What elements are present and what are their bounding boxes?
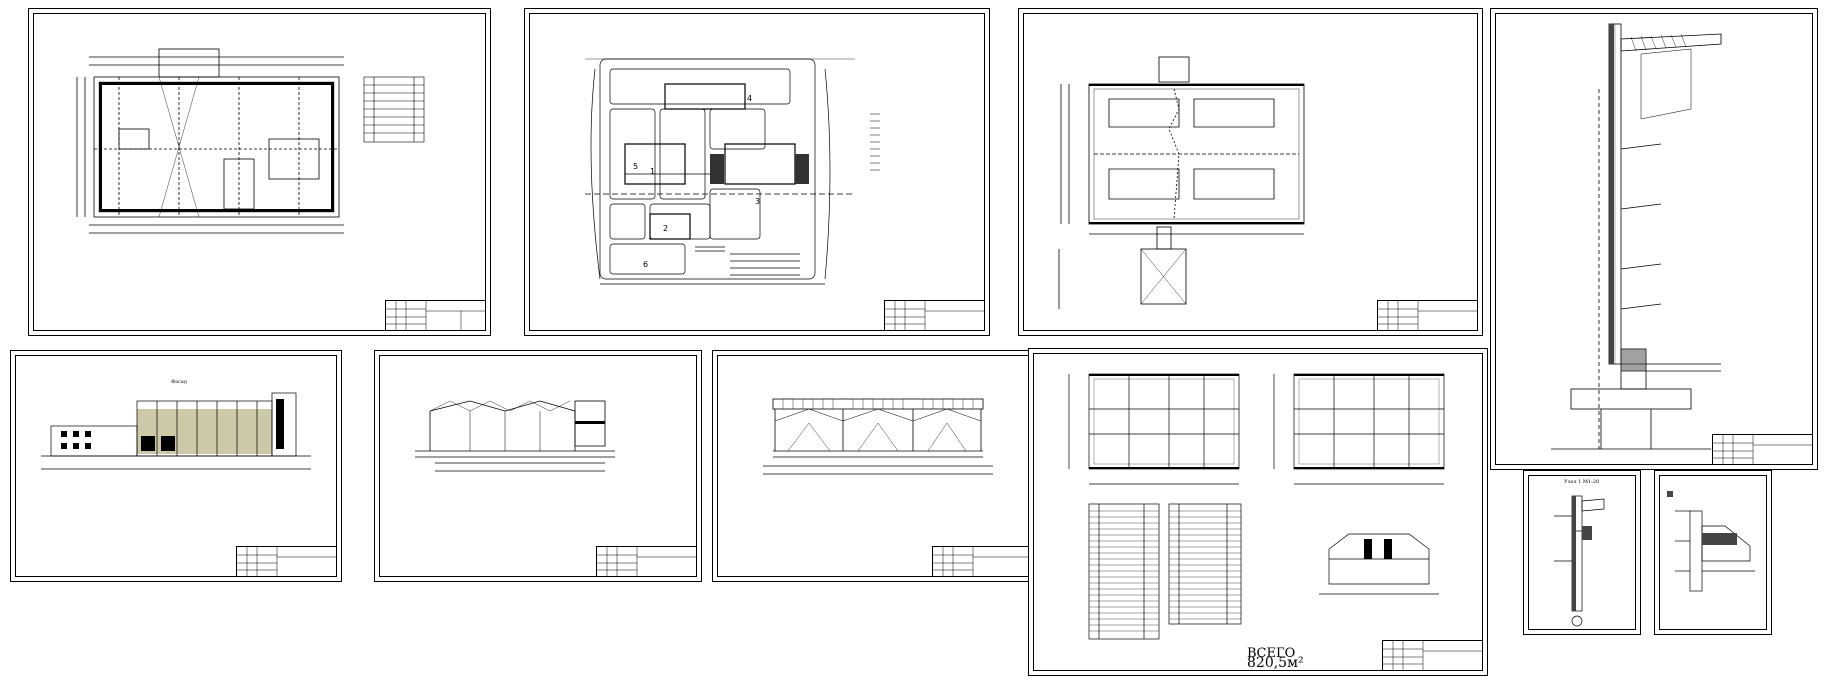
node-detail-drawing [1554, 495, 1605, 627]
site-plan-drawing: 1 2 3 4 5 6 [585, 58, 880, 285]
wall-section-drawing [1551, 23, 1722, 450]
sheet-frame [1659, 475, 1767, 630]
sheet-frame [379, 355, 697, 577]
title-block [236, 546, 337, 577]
wall-section-sheet[interactable] [1490, 8, 1818, 470]
floor-plan-drawing [76, 48, 425, 234]
section-1-drawing [415, 400, 615, 472]
roof-plan-sheet[interactable] [1018, 8, 1483, 336]
title-block [932, 546, 1033, 577]
title-block [596, 546, 697, 577]
site-number-4: 4 [747, 94, 752, 103]
title-block [385, 300, 486, 331]
sheet-frame [529, 13, 985, 331]
title-block [884, 300, 985, 331]
roof-plan-drawing [1058, 56, 1305, 309]
sheet-frame [1033, 353, 1483, 671]
site-number-3: 3 [755, 197, 760, 206]
title-block [1377, 300, 1478, 331]
total-value: 820,5м² [1247, 655, 1304, 671]
admin-building-drawing [1068, 373, 1445, 640]
site-plan-sheet[interactable]: 1 2 3 4 5 6 [524, 8, 990, 336]
facade-title: Фасад [171, 379, 187, 385]
sheet-frame [1495, 13, 1813, 465]
sheet-frame [1023, 13, 1478, 331]
sheet-frame [1528, 475, 1636, 630]
admin-building-sheet[interactable]: ВСЕГО 820,5м² [1028, 348, 1488, 676]
sheet-frame [33, 13, 486, 331]
section-1-sheet[interactable] [374, 350, 702, 582]
site-number-2: 2 [663, 224, 668, 233]
site-number-5: 5 [633, 162, 638, 171]
site-number-1: 1 [650, 167, 655, 176]
node-detail-sheet[interactable]: Узел 1 М1:20 [1523, 470, 1641, 635]
title-block [1712, 434, 1813, 465]
floor-plan-sheet[interactable] [28, 8, 491, 336]
total-area: ВСЕГО [1247, 645, 1295, 662]
sheet-frame [15, 355, 337, 577]
total-label: ВСЕГО [1247, 646, 1296, 661]
section-2-sheet[interactable] [712, 350, 1038, 582]
total-area-value-box: 820,5м² [1247, 655, 1304, 672]
site-number-6: 6 [643, 260, 648, 269]
node-detail-2-sheet[interactable] [1654, 470, 1772, 635]
facade-sheet[interactable]: Фасад [10, 350, 342, 582]
section-2-drawing [763, 398, 993, 475]
node-detail-2-drawing [1667, 491, 1755, 592]
facade-drawing [41, 392, 311, 470]
node-title: Узел 1 М1:20 [1564, 479, 1600, 485]
title-block [1382, 640, 1483, 671]
